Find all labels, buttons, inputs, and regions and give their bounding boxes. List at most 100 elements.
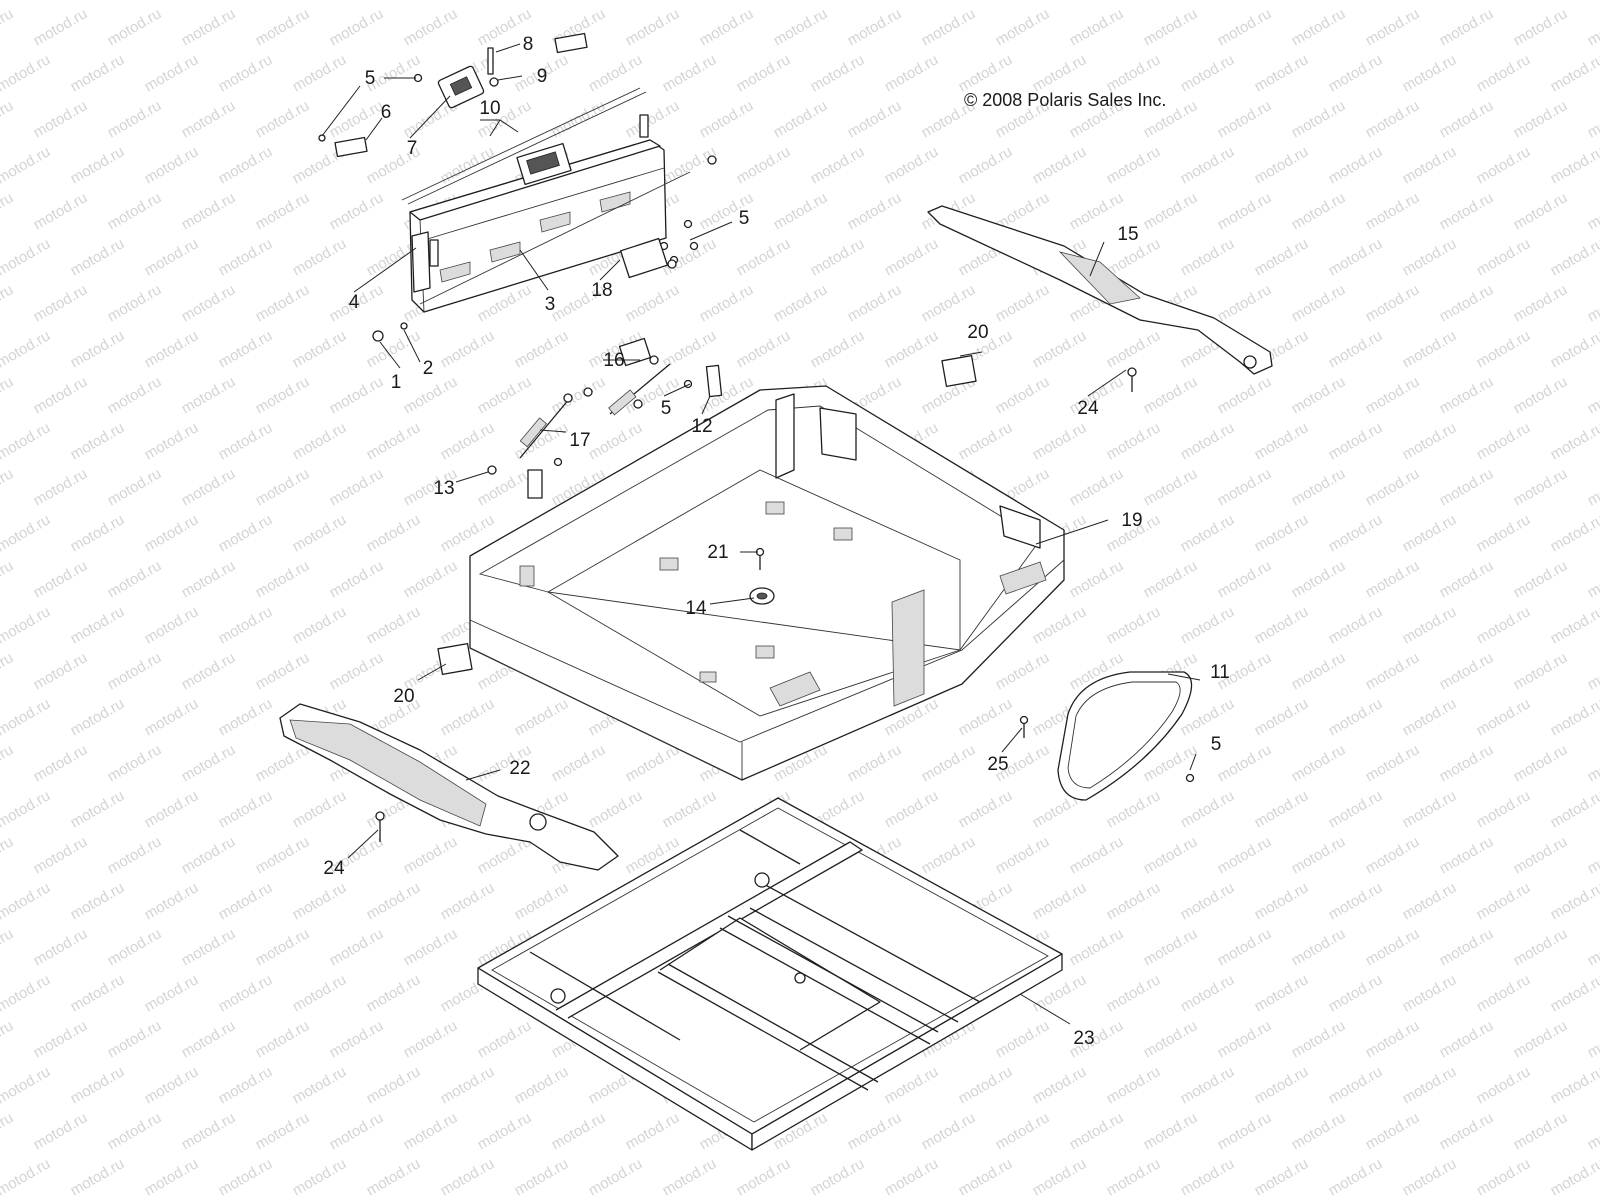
watermark-text: motod.ru	[1289, 281, 1349, 325]
decal-labels	[437, 237, 977, 676]
watermark-text: motod.ru	[1437, 1109, 1497, 1153]
watermark-text: motod.ru	[1252, 0, 1312, 3]
watermark-text: motod.ru	[142, 695, 202, 739]
callout-22: 22	[509, 758, 530, 779]
watermark-text: motod.ru	[549, 741, 609, 785]
watermark-text: motod.ru	[882, 143, 942, 187]
watermark-text: motod.ru	[845, 281, 905, 325]
callout-5-panel: 5	[1211, 734, 1222, 755]
watermark-text: motod.ru	[993, 649, 1053, 693]
watermark-text: motod.ru	[253, 1017, 313, 1061]
watermark-text: motod.ru	[734, 143, 794, 187]
watermark-text: motod.ru	[1289, 373, 1349, 417]
callout-23: 23	[1073, 1028, 1094, 1049]
watermark-text: motod.ru	[216, 1155, 276, 1199]
watermark-text: motod.ru	[586, 0, 646, 3]
callout-12: 12	[691, 416, 712, 437]
watermark-text: motod.ru	[31, 465, 91, 509]
watermark-text: motod.ru	[1252, 971, 1312, 1015]
watermark-text: motod.ru	[216, 51, 276, 95]
watermark-text: motod.ru	[1289, 1109, 1349, 1153]
watermark-text: motod.ru	[364, 1155, 424, 1199]
watermark-text: motod.ru	[1252, 787, 1312, 831]
watermark-text: motod.ru	[1548, 511, 1600, 555]
callout-5-top: 5	[365, 68, 376, 89]
watermark-text: motod.ru	[179, 281, 239, 325]
watermark-text: motod.ru	[1474, 419, 1534, 463]
watermark-text: motod.ru	[142, 603, 202, 647]
watermark-text: motod.ru	[438, 1155, 498, 1199]
watermark-text: motod.ru	[105, 1109, 165, 1153]
watermark-text: motod.ru	[253, 281, 313, 325]
watermark-text: motod.ru	[401, 925, 461, 969]
watermark-text: motod.ru	[401, 1017, 461, 1061]
watermark-text: motod.ru	[1252, 511, 1312, 555]
watermark-text: motod.ru	[179, 1109, 239, 1153]
watermark-text: motod.ru	[1326, 419, 1386, 463]
watermark-text: motod.ru	[253, 189, 313, 233]
rail-left	[279, 703, 619, 871]
watermark-text: motod.ru	[68, 511, 128, 555]
watermark-text: motod.ru	[364, 0, 424, 3]
watermark-text: motod.ru	[1474, 0, 1534, 3]
watermark-text: motod.ru	[290, 235, 350, 279]
watermark-text: motod.ru	[253, 925, 313, 969]
watermark-text: motod.ru	[68, 51, 128, 95]
watermark-text: motod.ru	[1178, 235, 1238, 279]
watermark-text: motod.ru	[660, 143, 720, 187]
watermark-text: motod.ru	[1585, 1109, 1600, 1153]
watermark-text: motod.ru	[401, 5, 461, 49]
watermark-text: motod.ru	[1104, 419, 1164, 463]
watermark-text: motod.ru	[919, 1109, 979, 1153]
watermark-text: motod.ru	[31, 833, 91, 877]
watermark-text: motod.ru	[1141, 5, 1201, 49]
watermark-text: motod.ru	[623, 97, 683, 141]
watermark-text: motod.ru	[1400, 327, 1460, 371]
watermark-text: motod.ru	[771, 5, 831, 49]
watermark-text: motod.ru	[1326, 511, 1386, 555]
watermark-text: motod.ru	[31, 1017, 91, 1061]
watermark-text: motod.ru	[956, 1155, 1016, 1199]
watermark-text: motod.ru	[1363, 373, 1423, 417]
watermark-text: motod.ru	[549, 373, 609, 417]
watermark-text: motod.ru	[1400, 971, 1460, 1015]
watermark-text: motod.ru	[512, 1155, 572, 1199]
watermark-text: motod.ru	[1548, 235, 1600, 279]
watermark-text: motod.ru	[1067, 1109, 1127, 1153]
watermark-text: motod.ru	[919, 5, 979, 49]
watermark-text: motod.ru	[845, 97, 905, 141]
watermark-text: motod.ru	[1252, 695, 1312, 739]
watermark-text: motod.ru	[1215, 281, 1275, 325]
watermark-text: motod.ru	[1585, 925, 1600, 969]
callout-9: 9	[537, 66, 548, 87]
watermark-text: motod.ru	[105, 1017, 165, 1061]
watermark-text: motod.ru	[1326, 235, 1386, 279]
watermark-text: motod.ru	[290, 787, 350, 831]
watermark-text: motod.ru	[179, 741, 239, 785]
watermark-text: motod.ru	[1104, 327, 1164, 371]
watermark-text: motod.ru	[0, 189, 16, 233]
watermark-text: motod.ru	[586, 51, 646, 95]
watermark-text: motod.ru	[993, 1017, 1053, 1061]
watermark-text: motod.ru	[1400, 143, 1460, 187]
watermark-text: motod.ru	[0, 833, 16, 877]
watermark-text: motod.ru	[1215, 373, 1275, 417]
watermark-text: motod.ru	[1363, 833, 1423, 877]
watermark-text: motod.ru	[142, 143, 202, 187]
watermark-text: motod.ru	[1548, 971, 1600, 1015]
watermark-text: motod.ru	[0, 143, 53, 187]
watermark-text: motod.ru	[179, 97, 239, 141]
watermark-text: motod.ru	[105, 925, 165, 969]
watermark-text: motod.ru	[327, 557, 387, 601]
watermark-text: motod.ru	[845, 1109, 905, 1153]
watermark-text: motod.ru	[697, 97, 757, 141]
watermark-text: motod.ru	[1437, 741, 1497, 785]
watermark-text: motod.ru	[1400, 879, 1460, 923]
watermark-text: motod.ru	[1363, 925, 1423, 969]
watermark-text: motod.ru	[993, 5, 1053, 49]
watermark-text: motod.ru	[0, 327, 53, 371]
watermark-text: motod.ru	[1252, 1063, 1312, 1107]
watermark-text: motod.ru	[1474, 143, 1534, 187]
watermark-text: motod.ru	[290, 1155, 350, 1199]
